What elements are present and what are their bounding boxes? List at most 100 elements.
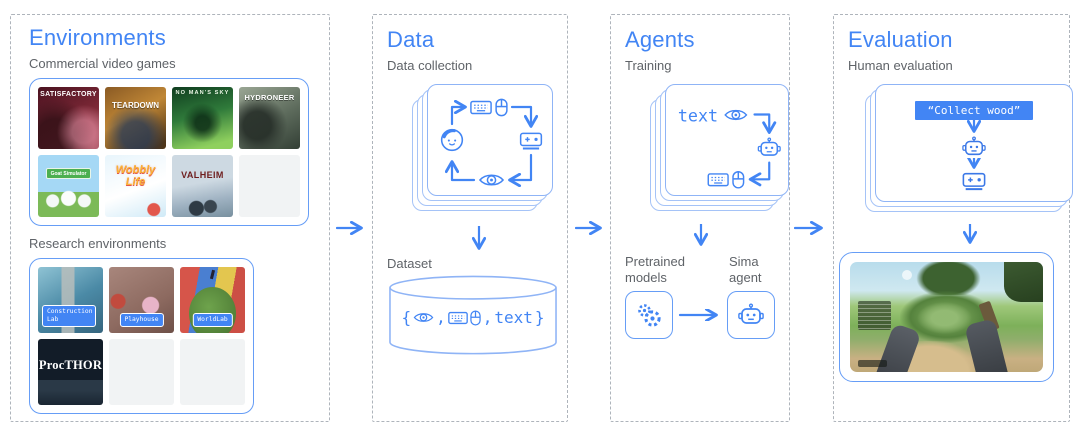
game-title: HYDRONEER bbox=[244, 93, 295, 102]
dataset-label: Dataset bbox=[387, 256, 432, 271]
cycle-arrow bbox=[450, 99, 467, 126]
robot-icon bbox=[738, 303, 764, 324]
tuple-comma: , bbox=[482, 308, 493, 327]
eye-icon bbox=[724, 109, 748, 121]
dataset-tuple: { , , text } bbox=[385, 308, 561, 327]
agent-boxes-labels: Pretrained models Sima agent bbox=[625, 254, 775, 286]
env-tile-procthor: ProcTHOR bbox=[38, 339, 103, 405]
keyboard-icon bbox=[447, 311, 468, 324]
research-environments-box: Construction Lab Playhouse WorldLab Proc… bbox=[29, 258, 254, 414]
env-title: ProcTHOR bbox=[38, 358, 103, 372]
env-tile-empty bbox=[180, 339, 245, 405]
game-tile-wobbly-life: Wobbly Life bbox=[105, 155, 166, 217]
env-tile-playhouse: Playhouse bbox=[109, 267, 174, 333]
arrow-environments-to-data bbox=[335, 220, 368, 240]
game-tile-valheim: VALHEIM bbox=[172, 155, 233, 217]
game-title: Goat Simulator bbox=[46, 168, 91, 179]
game-tile-no-mans-sky: NO MAN'S SKY bbox=[172, 87, 233, 149]
hud-panel-graphic bbox=[857, 300, 891, 331]
tuple-open-brace: { bbox=[401, 308, 412, 327]
env-tile-worldlab: WorldLab bbox=[180, 267, 245, 333]
training-card: text bbox=[665, 84, 789, 196]
evaluation-card: “Collect wood” bbox=[875, 84, 1073, 202]
moon-graphic bbox=[902, 269, 913, 280]
human-evaluation-label: Human evaluation bbox=[848, 58, 953, 73]
game-title: Wobbly Life bbox=[115, 164, 156, 188]
game-tile-hydroneer: HYDRONEER bbox=[239, 87, 300, 149]
pretrained-models-box bbox=[625, 291, 673, 339]
instruction-badge: “Collect wood” bbox=[914, 101, 1034, 120]
dataset-cylinder: { , , text } bbox=[385, 274, 561, 358]
apple-stem-graphic bbox=[210, 269, 216, 279]
commercial-games-label: Commercial video games bbox=[29, 56, 176, 71]
evaluation-card-stack: “Collect wood” bbox=[865, 84, 1073, 212]
tuple-text-word: text bbox=[494, 308, 533, 327]
env-tile-empty bbox=[109, 339, 174, 405]
mouse-icon bbox=[495, 98, 508, 117]
panel-data: Data Data collection bbox=[372, 14, 568, 422]
env-badge: WorldLab bbox=[192, 312, 233, 327]
eye-icon bbox=[413, 313, 434, 322]
gears-icon bbox=[638, 304, 661, 327]
data-collection-card bbox=[427, 84, 553, 196]
controller-icon bbox=[519, 132, 543, 150]
mouse-icon bbox=[470, 309, 481, 326]
robot-icon bbox=[757, 137, 781, 156]
flow-arrow bbox=[753, 113, 777, 134]
tuple-comma: , bbox=[436, 308, 446, 327]
env-tile-construction-lab: Construction Lab bbox=[38, 267, 103, 333]
data-collection-label: Data collection bbox=[387, 58, 473, 73]
training-label: Training bbox=[625, 58, 672, 73]
pretrained-models-label: Pretrained models bbox=[625, 254, 685, 285]
keyboard-icon bbox=[470, 100, 492, 115]
arrow-agents-to-evaluation bbox=[793, 220, 828, 240]
game-tile-goat-simulator: Goat Simulator bbox=[38, 155, 99, 217]
training-flow: text bbox=[678, 106, 781, 189]
data-collection-card-stack bbox=[412, 84, 553, 211]
flow-arrow bbox=[748, 161, 771, 187]
tuple-close-brace: } bbox=[534, 308, 545, 327]
research-environments-label: Research environments bbox=[29, 236, 167, 251]
keyboard-icon bbox=[707, 173, 729, 187]
game-tile-empty bbox=[239, 155, 300, 217]
hud-bar-graphic bbox=[857, 359, 887, 367]
tree-graphic bbox=[915, 262, 982, 295]
panel-environments: Environments Commercial video games SATI… bbox=[10, 14, 330, 422]
game-tile-teardown: TEARDOWN bbox=[105, 87, 166, 149]
database-cylinder-graphic bbox=[389, 275, 557, 355]
arrow-data-to-agents bbox=[574, 220, 607, 240]
arrow-pretrained-to-sima bbox=[673, 309, 727, 321]
env-badge: Construction Lab bbox=[42, 304, 96, 327]
eye-icon bbox=[479, 174, 504, 186]
robot-icon bbox=[962, 136, 986, 156]
commercial-games-box: SATISFACTORY TEARDOWN NO MAN'S SKY HYDRO… bbox=[29, 78, 309, 226]
panel-evaluation: Evaluation Human evaluation “Collect woo… bbox=[833, 14, 1073, 422]
game-title: SATISFACTORY bbox=[40, 91, 97, 98]
mouse-icon bbox=[732, 171, 745, 189]
training-text-token: text bbox=[678, 106, 718, 125]
data-collection-cycle bbox=[440, 98, 543, 188]
panel-agents: Agents Training text Pretr bbox=[610, 14, 790, 422]
sima-agent-label: Sima agent bbox=[729, 254, 762, 285]
game-tile-satisfactory: SATISFACTORY bbox=[38, 87, 99, 149]
arrow-collection-to-dataset bbox=[471, 226, 487, 250]
arrow-instruction-to-agent bbox=[967, 120, 981, 133]
gameplay-screenshot bbox=[850, 262, 1043, 372]
controller-icon bbox=[962, 172, 986, 191]
environments-title: Environments bbox=[29, 25, 166, 50]
face-icon bbox=[440, 128, 464, 152]
agent-boxes-row bbox=[625, 291, 775, 339]
cycle-arrow bbox=[510, 105, 539, 128]
cycle-arrow bbox=[508, 153, 533, 188]
game-title: VALHEIM bbox=[181, 170, 224, 180]
arrow-training-to-agent bbox=[693, 224, 709, 246]
data-title: Data bbox=[387, 27, 435, 52]
training-card-stack: text bbox=[650, 84, 789, 211]
cycle-arrow bbox=[444, 160, 476, 182]
evaluation-title: Evaluation bbox=[848, 27, 953, 52]
arrow-stack-to-screenshot bbox=[962, 224, 978, 244]
arrow-agent-to-game bbox=[967, 158, 981, 169]
gameplay-screenshot-box bbox=[839, 252, 1054, 382]
env-badge: Playhouse bbox=[119, 312, 164, 327]
